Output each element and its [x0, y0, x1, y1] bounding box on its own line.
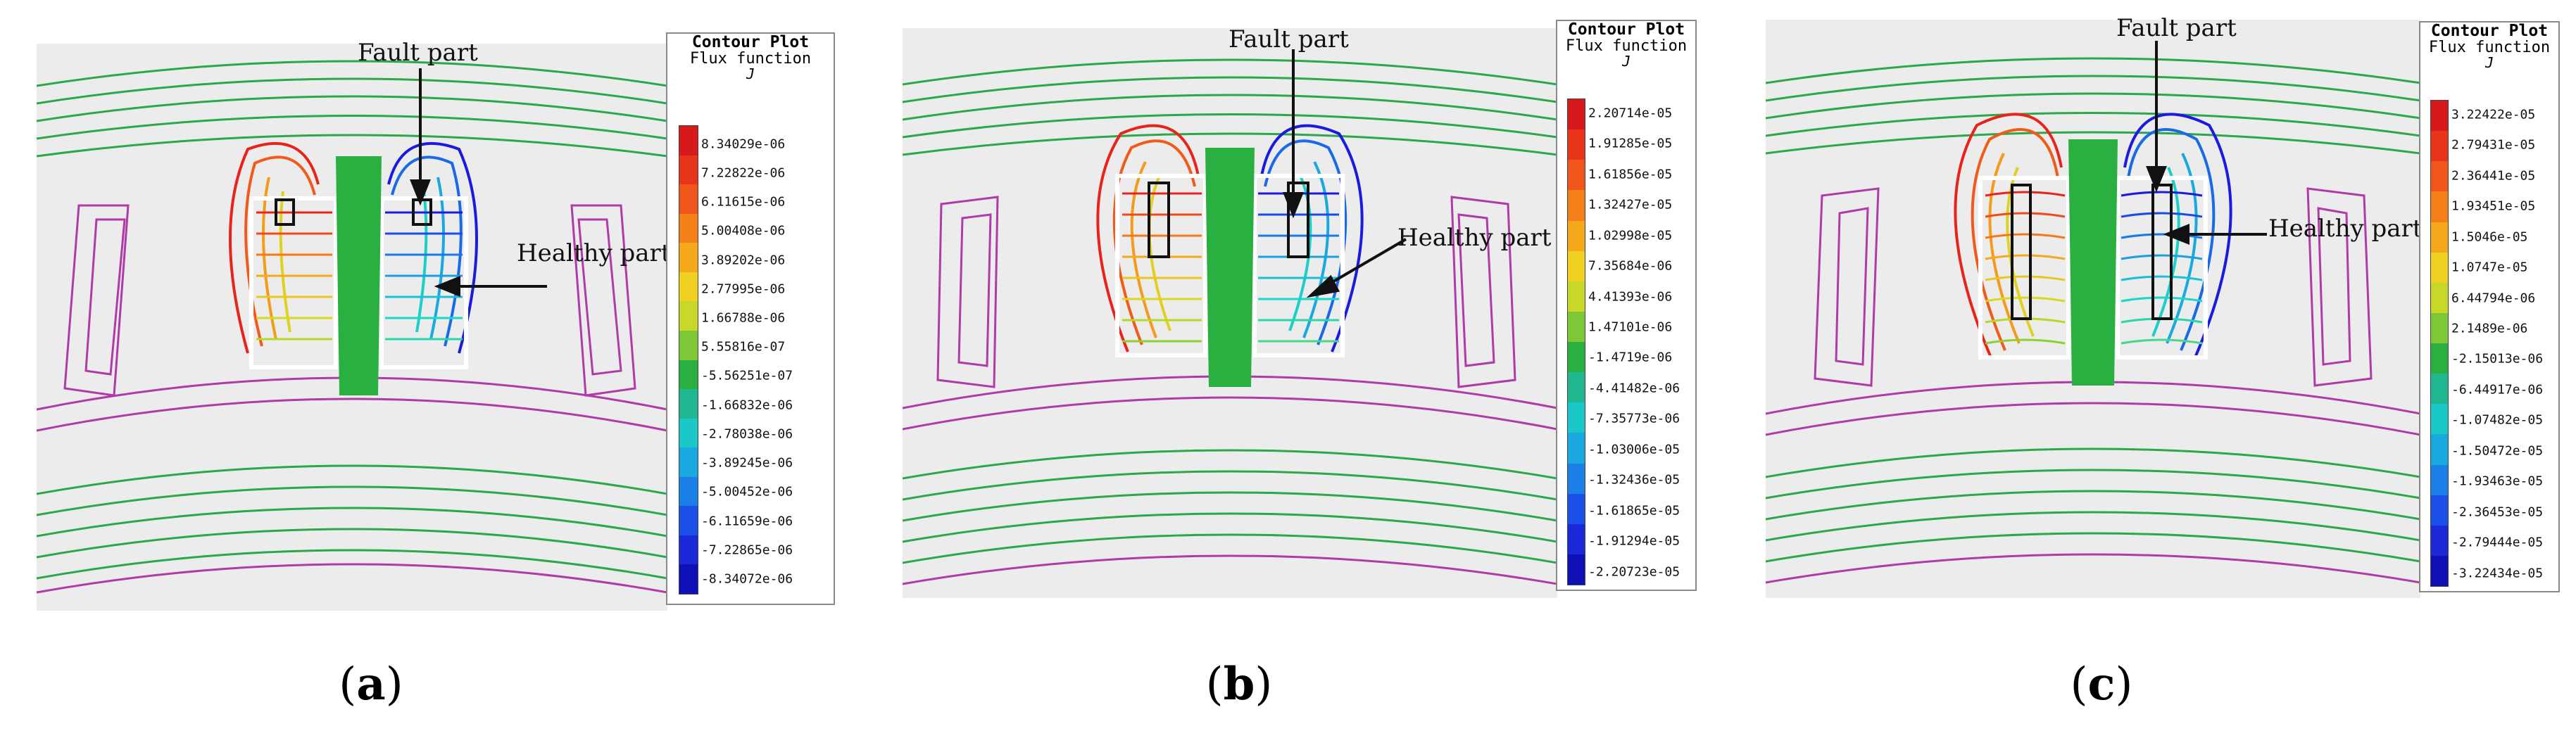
flux-contour-svg-a [37, 60, 667, 594]
legend-tick: 7.35684e-06 [1588, 258, 1673, 274]
legend-subtitle-b: Flux function [1565, 37, 1688, 56]
legend-colorbar-b [1567, 98, 1585, 585]
legend-tick: 2.20714e-05 [1588, 106, 1673, 121]
fault-conductor-b [1148, 182, 1170, 258]
legend-tick: 1.61856e-05 [1588, 167, 1673, 182]
legend-tick: -1.93463e-05 [2451, 473, 2544, 489]
legend-symbol-b: J [1621, 53, 1631, 70]
legend-tick: 1.0747e-05 [2451, 260, 2528, 275]
legend-tick: -6.11659e-06 [701, 514, 793, 529]
legend-colorbar-c [2430, 100, 2449, 587]
legend-tick: 1.32427e-05 [1588, 197, 1673, 212]
legend-tick: -6.44917e-06 [2451, 382, 2544, 398]
legend-tick: -2.79444e-05 [2451, 535, 2544, 550]
legend-tick: 2.79431e-05 [2451, 137, 2536, 153]
left-coil-slot-b [1115, 174, 1207, 357]
healthy-part-label-a: Healthy part [517, 239, 671, 267]
legend-tick: -3.22434e-05 [2451, 566, 2544, 581]
fault-part-label-a: Fault part [358, 39, 478, 67]
legend-tick: 4.41393e-06 [1588, 289, 1673, 305]
legend-symbol-a: J [746, 65, 755, 83]
legend-ticks-a: 8.34029e-06 7.22822e-06 6.11615e-06 5.00… [701, 125, 828, 593]
legend-title-c: Contour Plot [2430, 22, 2549, 40]
legend-title-b: Contour Plot [1567, 20, 1685, 39]
legend-tick: -2.20723e-05 [1588, 564, 1680, 580]
legend-tick: -2.78038e-06 [701, 426, 793, 442]
legend-tick: 1.66788e-06 [701, 310, 786, 326]
legend-tick: 1.91285e-05 [1588, 136, 1673, 151]
legend-c: Contour Plot Flux function J 3.22422e-05… [2419, 21, 2560, 592]
flux-plot-a [37, 44, 667, 611]
fault-conductor-c2 [2151, 184, 2173, 320]
legend-tick: -3.89245e-06 [701, 455, 793, 471]
legend-tick: -1.91294e-05 [1588, 533, 1680, 549]
legend-tick: -7.22865e-06 [701, 542, 793, 558]
caption-a: (a) [339, 658, 403, 711]
flux-contour-svg-c [1766, 41, 2420, 584]
healthy-part-label-b: Healthy part [1397, 224, 1552, 252]
legend-tick: -8.34072e-06 [701, 571, 793, 587]
legend-tick: -5.56251e-07 [701, 368, 793, 383]
legend-tick: -1.66832e-06 [701, 398, 793, 413]
legend-symbol-c: J [2484, 54, 2494, 72]
legend-tick: -5.00452e-06 [701, 484, 793, 500]
legend-colorbar-a [679, 125, 698, 595]
fault-conductor-b2 [1287, 182, 1309, 258]
legend-tick: -1.03006e-05 [1588, 442, 1680, 457]
legend-tick: -1.4719e-06 [1588, 350, 1673, 365]
left-coil-slot-c [1978, 176, 2071, 360]
legend-tick: -7.35773e-06 [1588, 411, 1680, 426]
fault-part-label-c: Fault part [2116, 14, 2237, 42]
legend-tick: 1.47101e-06 [1588, 319, 1673, 335]
legend-tick: 5.00408e-06 [701, 223, 786, 239]
legend-tick: 3.22422e-05 [2451, 107, 2536, 122]
legend-tick: 1.02998e-05 [1588, 228, 1673, 243]
caption-b: (b) [1205, 658, 1273, 711]
right-coil-slot-b [1252, 174, 1345, 357]
legend-ticks-c: 3.22422e-05 2.79431e-05 2.36441e-05 1.93… [2451, 100, 2557, 585]
legend-subtitle-c: Flux function [2428, 39, 2551, 57]
legend-tick: 2.77995e-06 [701, 281, 786, 297]
legend-tick: 5.55816e-07 [701, 339, 786, 355]
right-coil-slot-c [2116, 176, 2208, 360]
legend-tick: 6.11615e-06 [701, 194, 786, 210]
legend-ticks-b: 2.20714e-05 1.91285e-05 1.61856e-05 1.32… [1588, 98, 1694, 584]
legend-b: Contour Plot Flux function J 2.20714e-05… [1556, 20, 1697, 591]
legend-tick: -2.15013e-06 [2451, 351, 2544, 367]
caption-c: (c) [2070, 658, 2133, 711]
flux-contour-svg-b [903, 49, 1557, 585]
fault-part-label-b: Fault part [1229, 25, 1349, 53]
legend-tick: -1.61865e-05 [1588, 503, 1680, 519]
legend-tick: 6.44794e-06 [2451, 291, 2536, 306]
legend-tick: 1.5046e-05 [2451, 229, 2528, 245]
healthy-part-label-c: Healthy part [2268, 215, 2423, 243]
flux-plot-c [1766, 20, 2420, 598]
legend-title-a: Contour Plot [691, 33, 810, 51]
legend-tick: -1.32436e-05 [1588, 472, 1680, 488]
legend-tick: -4.41482e-06 [1588, 381, 1680, 396]
fault-conductor-a [275, 198, 295, 226]
legend-tick: 2.36441e-05 [2451, 168, 2536, 184]
legend-subtitle-a: Flux function [689, 50, 812, 68]
fault-conductor-c [2011, 184, 2032, 320]
legend-a: Contour Plot Flux function J 8.34029e-06… [666, 32, 835, 605]
legend-tick: 7.22822e-06 [701, 165, 786, 181]
legend-tick: -1.07482e-05 [2451, 412, 2544, 428]
legend-tick: 2.1489e-06 [2451, 321, 2528, 336]
legend-tick: 1.93451e-05 [2451, 198, 2536, 214]
flux-plot-b [903, 28, 1557, 598]
legend-tick: -1.50472e-05 [2451, 443, 2544, 459]
legend-tick: 3.89202e-06 [701, 253, 786, 268]
legend-tick: 8.34029e-06 [701, 136, 786, 152]
legend-tick: -2.36453e-05 [2451, 504, 2544, 520]
